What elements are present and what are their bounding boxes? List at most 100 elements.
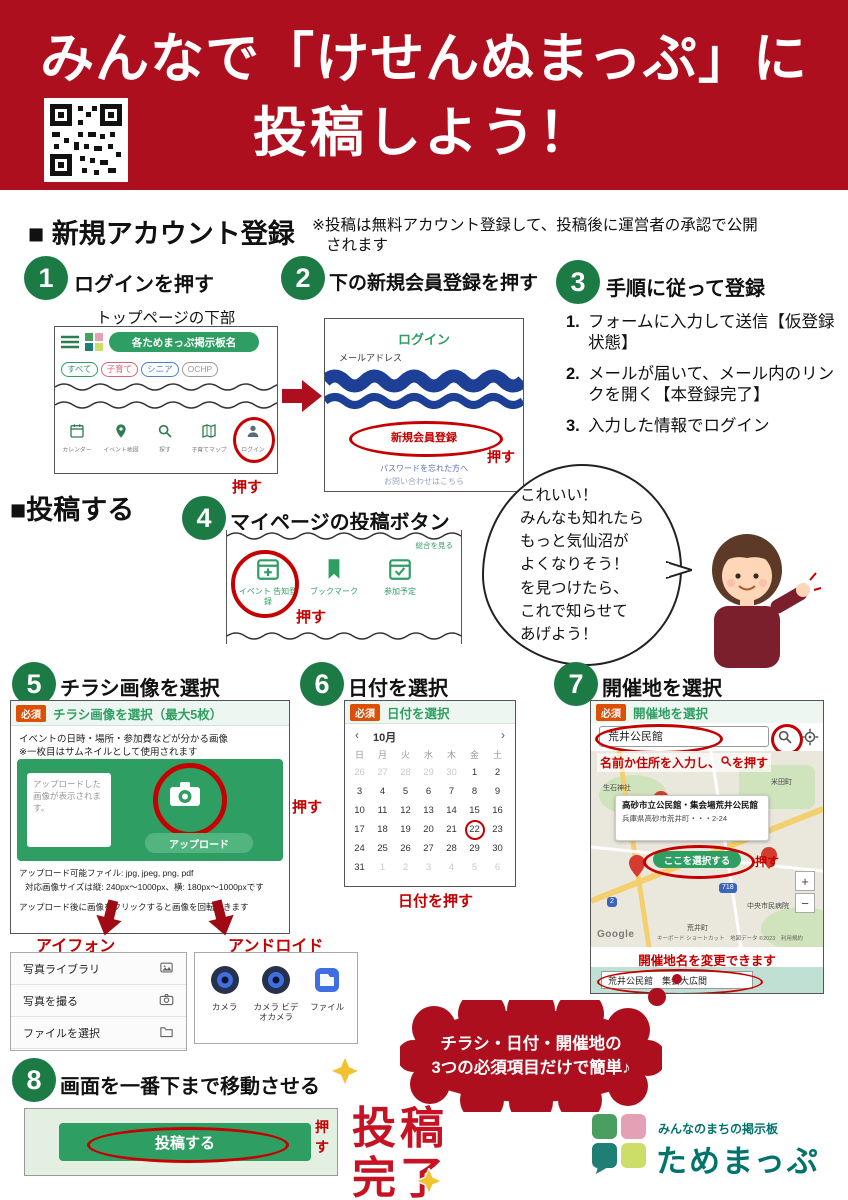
- calendar-day[interactable]: 29: [469, 843, 480, 854]
- calendar-day[interactable]: 29: [423, 767, 434, 778]
- mypage-action-calendar-check[interactable]: 参加予定: [367, 556, 433, 606]
- nav-item-map[interactable]: 子育てマップ: [187, 423, 231, 454]
- calendar-day[interactable]: 15: [469, 805, 480, 816]
- calendar-day[interactable]: 16: [492, 805, 503, 816]
- calendar-day[interactable]: 5: [471, 862, 478, 873]
- mypage-action-bookmark[interactable]: ブックマーク: [301, 556, 367, 606]
- calendar-day[interactable]: 26: [400, 843, 411, 854]
- upload-button[interactable]: アップロード: [145, 833, 253, 853]
- select-here-button[interactable]: ここを選択する: [653, 851, 741, 868]
- filter-chip[interactable]: OCHP: [181, 362, 219, 377]
- list-text: 入力した情報でログイン: [588, 416, 770, 435]
- poster-title-line2: 投稿しよう！: [253, 103, 595, 163]
- calendar-day[interactable]: 13: [423, 805, 434, 816]
- calendar-day[interactable]: 6: [494, 862, 501, 873]
- calendar-day[interactable]: 3: [425, 862, 432, 873]
- calendar-day[interactable]: 28: [400, 767, 411, 778]
- press-note-step5: 押す: [292, 799, 323, 816]
- speech-line: これいい！: [519, 486, 598, 504]
- calendar-day[interactable]: 19: [400, 824, 411, 835]
- android-menu-item[interactable]: ファイル: [302, 965, 352, 1023]
- contact-link[interactable]: お問い合わせはこちら: [384, 477, 464, 486]
- zoom-in-button[interactable]: +: [795, 871, 815, 891]
- iphone-menu-item[interactable]: 写真を撮る: [11, 985, 186, 1017]
- submit-button[interactable]: 投稿する: [59, 1123, 311, 1161]
- mypage-action-row: イベント 告知登録ブックマーク参加予定: [235, 556, 455, 606]
- month-prev-button[interactable]: ‹: [355, 728, 359, 742]
- iphone-menu-item[interactable]: 写真ライブラリ: [11, 953, 186, 985]
- filter-chip[interactable]: すべて: [61, 362, 98, 377]
- nav-item-calendar[interactable]: カレンダー: [55, 423, 99, 454]
- search-icon: [157, 424, 173, 443]
- flow-arrow-icon: [282, 380, 322, 412]
- calendar-day[interactable]: 30: [492, 843, 503, 854]
- iphone-menu-item[interactable]: ファイルを選択: [11, 1017, 186, 1049]
- register-link[interactable]: 新規会員登録: [391, 432, 457, 444]
- map-icon: [201, 424, 217, 443]
- calendar-day[interactable]: 9: [494, 786, 501, 797]
- calendar-day[interactable]: 4: [448, 862, 455, 873]
- step-4-badge: 4: [182, 496, 226, 540]
- calendar-day[interactable]: 20: [423, 824, 434, 835]
- board-name-button[interactable]: 各ためまっぷ掲示板名: [109, 332, 259, 352]
- upload-info-3: アップロード後に画像をクリックすると画像を回転できます: [19, 902, 249, 912]
- search-icon[interactable]: [777, 729, 793, 745]
- calendar-day[interactable]: 3: [356, 786, 363, 797]
- calendar-day[interactable]: 12: [400, 805, 411, 816]
- calendar-day[interactable]: 7: [448, 786, 455, 797]
- calendar-day[interactable]: 30: [446, 767, 457, 778]
- step-1-badge: 1: [24, 256, 68, 300]
- calendar-day[interactable]: 11: [377, 805, 388, 816]
- calendar-day[interactable]: 18: [377, 824, 388, 835]
- geolocate-icon[interactable]: [801, 728, 819, 746]
- required-badge: 必須: [350, 703, 380, 721]
- nav-item-search[interactable]: 探す: [143, 423, 187, 454]
- camera-icon[interactable]: [169, 781, 201, 807]
- calendar-day[interactable]: 28: [446, 843, 457, 854]
- calendar-day[interactable]: 2: [494, 767, 501, 778]
- filter-chip[interactable]: シニア: [141, 362, 179, 377]
- calendar-day[interactable]: 17: [354, 824, 365, 835]
- android-label: アンドロイド: [228, 938, 324, 955]
- zoom-out-button[interactable]: −: [795, 893, 815, 913]
- calendar-day[interactable]: 31: [354, 862, 365, 873]
- calendar-day[interactable]: 25: [377, 843, 388, 854]
- forgot-password-link[interactable]: パスワードを忘れた方へ: [380, 464, 468, 473]
- step-7-label: 開催地を選択: [602, 678, 722, 700]
- mypage-corner-link[interactable]: 総合を見る: [415, 541, 454, 550]
- calendar-day[interactable]: 4: [379, 786, 386, 797]
- section-account-note: ※投稿は無料アカウント登録して、投稿後に運営者の承認で公開 されます: [312, 216, 758, 256]
- calendar-day[interactable]: 8: [471, 786, 478, 797]
- calendar-day[interactable]: 1: [471, 767, 478, 778]
- calendar-day[interactable]: 6: [425, 786, 432, 797]
- map-attribution: キーボード ショートカット 地図データ ©2023 利用規約: [657, 936, 803, 942]
- calendar-day[interactable]: 23: [492, 824, 503, 835]
- calendar-day[interactable]: 24: [354, 843, 365, 854]
- map-canvas[interactable]: 名前か住所を入力し、を押す 生石神社 米田町 中央市民病院 荒井町 2 718 …: [591, 751, 823, 947]
- calendar-day[interactable]: 26: [354, 767, 365, 778]
- location-section-header: 必須 開催地を選択: [591, 701, 823, 724]
- nav-item-map-pin[interactable]: イベント地図: [99, 423, 143, 454]
- calendar-day[interactable]: 10: [354, 805, 365, 816]
- press-note-step2: 押す: [487, 449, 515, 465]
- location-search-input[interactable]: 荒井公民館: [599, 726, 769, 747]
- calendar-day[interactable]: 27: [423, 843, 434, 854]
- calendar-day[interactable]: 21: [446, 824, 457, 835]
- calendar-day[interactable]: 2: [402, 862, 409, 873]
- step-7-badge: 7: [554, 662, 598, 706]
- filter-chip[interactable]: 子育て: [100, 362, 139, 377]
- calendar-day[interactable]: 1: [379, 862, 386, 873]
- hamburger-menu-icon[interactable]: [61, 335, 79, 349]
- android-menu-label: ファイル: [310, 1002, 345, 1012]
- month-next-button[interactable]: ›: [501, 728, 505, 742]
- android-menu-item[interactable]: カメラ ビデオカメラ: [251, 965, 301, 1023]
- android-menu-item[interactable]: カメラ: [200, 965, 250, 1023]
- calendar-day[interactable]: 22: [463, 819, 486, 840]
- iphone-label: アイフォン: [36, 938, 116, 955]
- calendar-day[interactable]: 27: [377, 767, 388, 778]
- registration-step-item: 1.フォームに入力して送信【仮登録状態】: [566, 312, 838, 355]
- nav-item-person[interactable]: ログイン: [231, 423, 275, 454]
- calendar-day[interactable]: 14: [446, 805, 457, 816]
- calendar-day[interactable]: 5: [402, 786, 409, 797]
- mypage-action-calendar-plus[interactable]: イベント 告知登録: [235, 556, 301, 606]
